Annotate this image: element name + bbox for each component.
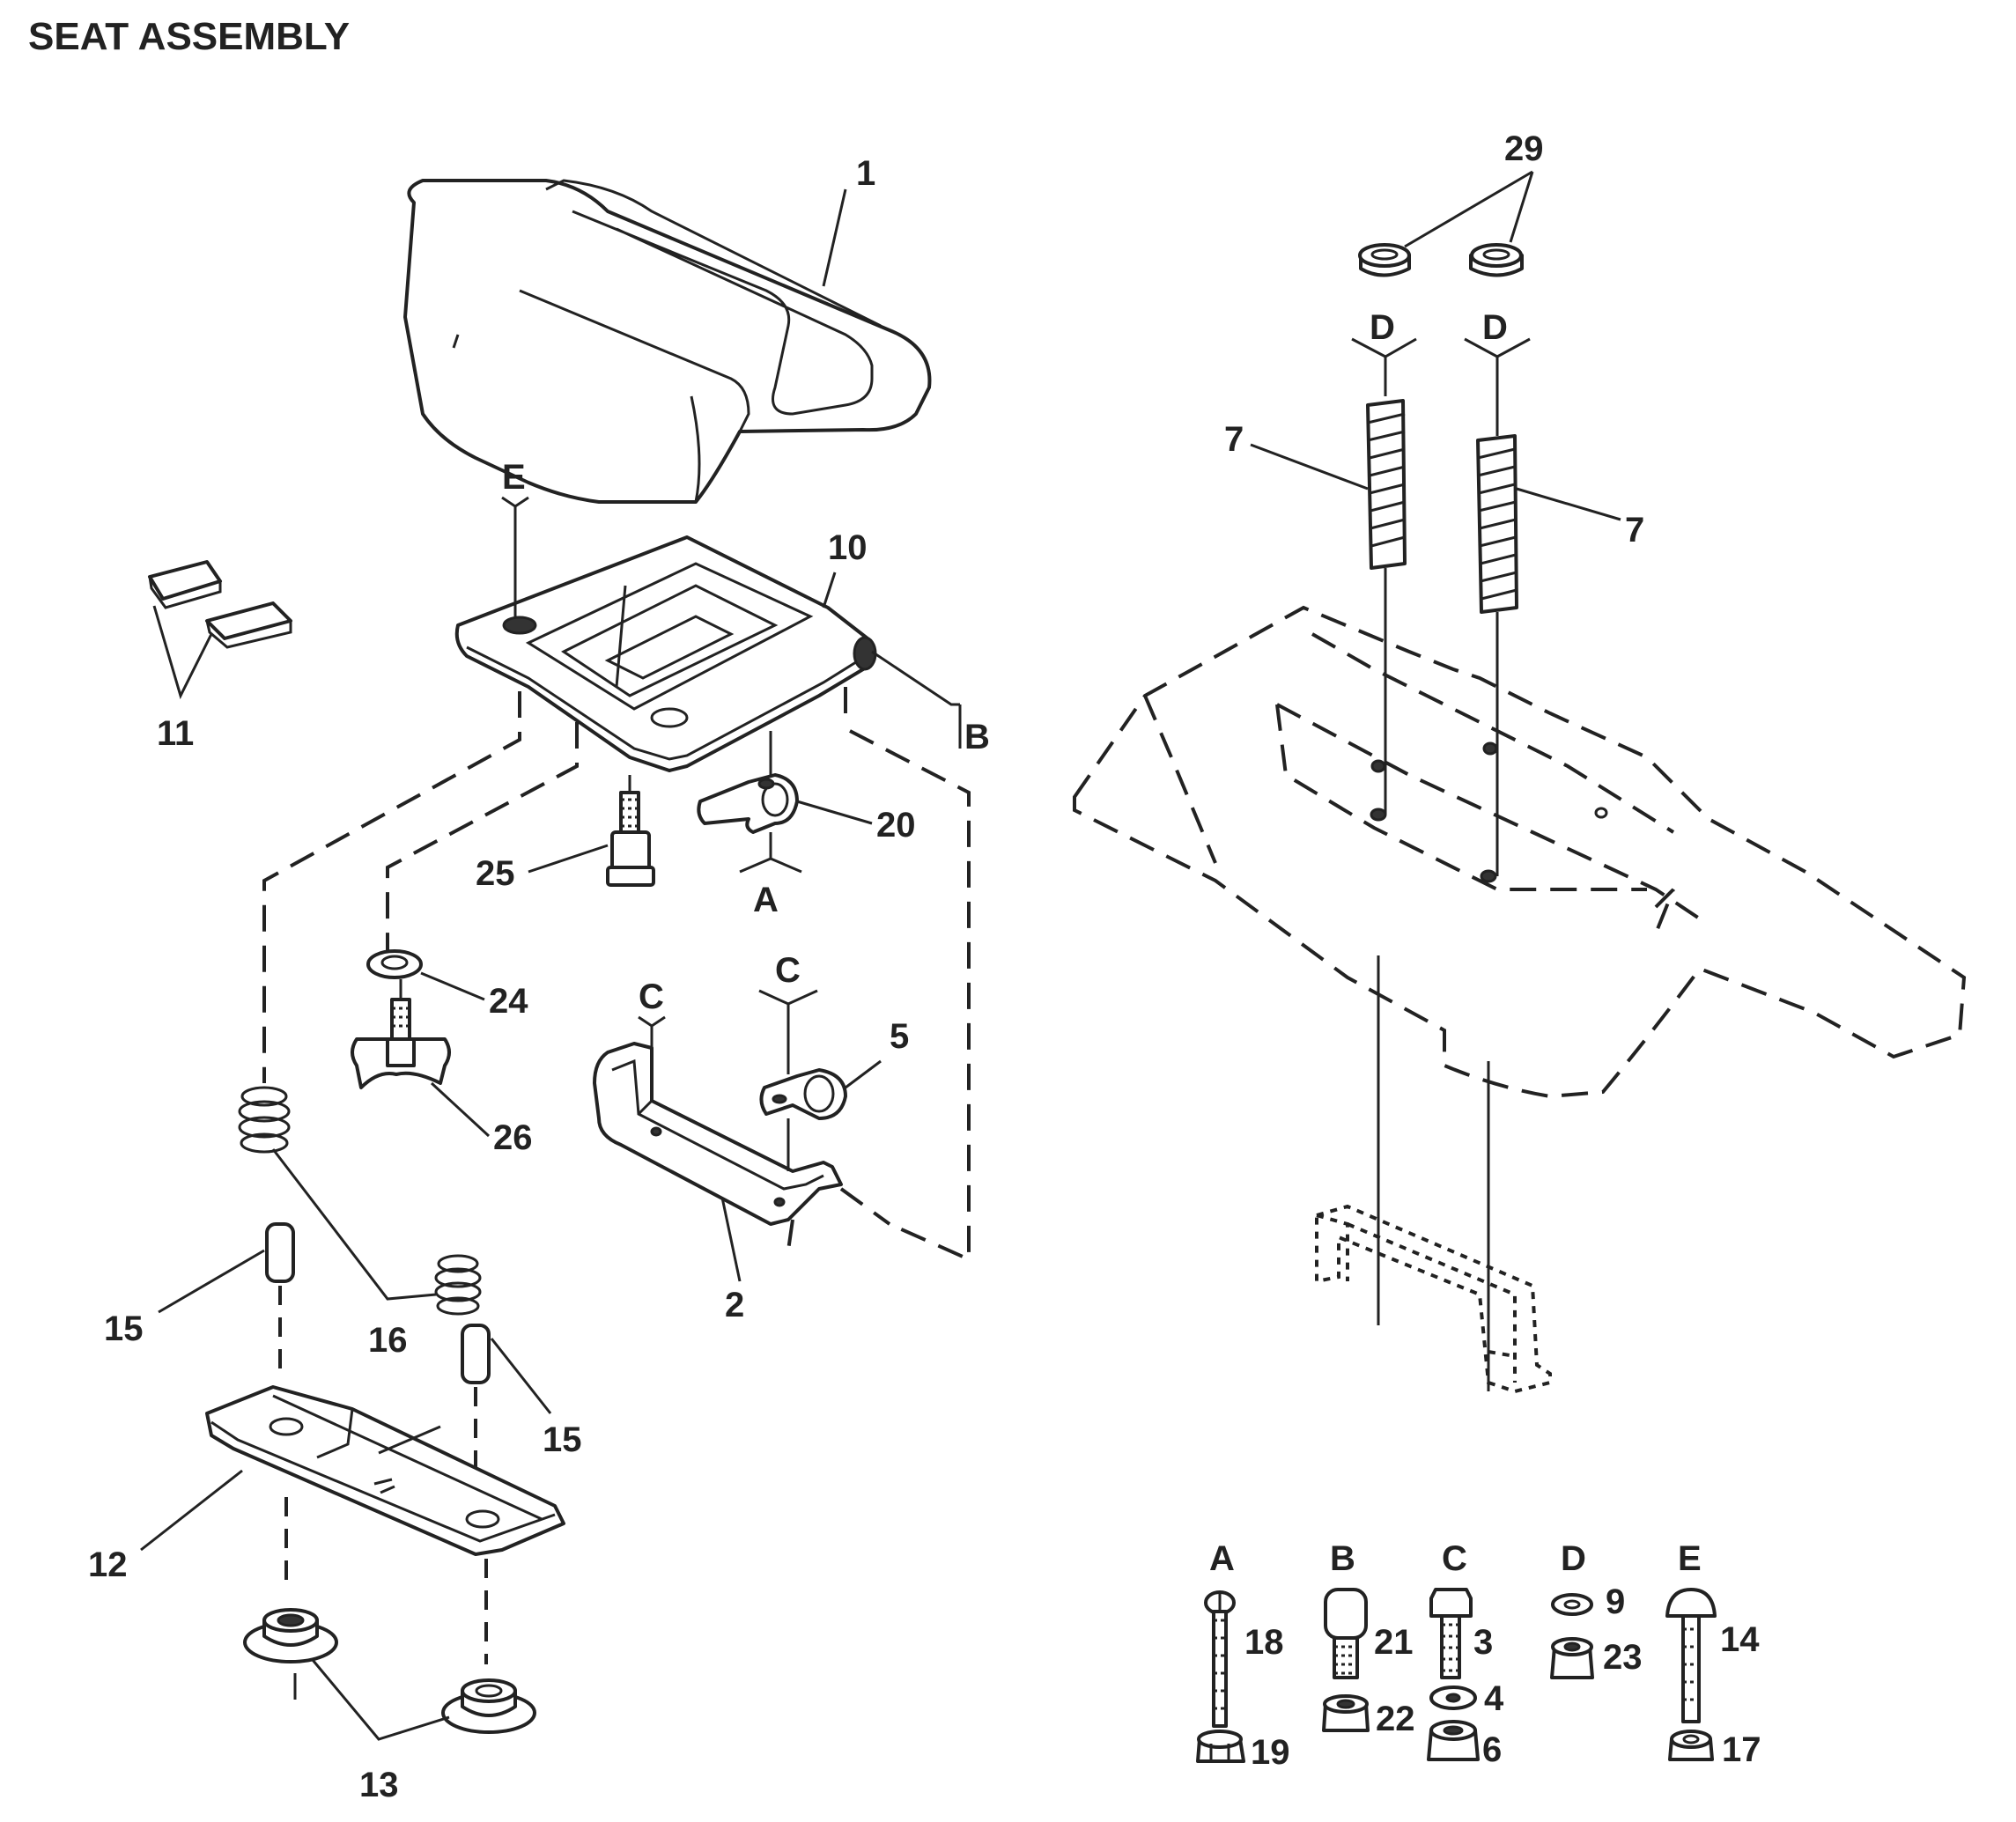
spring-icon (1366, 399, 1407, 570)
callout-spring-left: 7 (1224, 420, 1244, 459)
leader-pads (152, 605, 213, 700)
bracket-icon (593, 1042, 843, 1226)
cap-icon (1469, 243, 1524, 277)
nut-icon (1322, 1694, 1370, 1732)
legend-part-23: 23 (1603, 1638, 1643, 1677)
ref-letter-c-left: C (639, 977, 664, 1016)
plate-icon (205, 1385, 565, 1556)
legend-part-4: 4 (1484, 1679, 1504, 1718)
clip-icon (759, 1068, 847, 1120)
legend-letter-a: A (1209, 1539, 1235, 1578)
seat-outline (1073, 605, 1967, 1099)
legend-letter-e: E (1678, 1539, 1702, 1578)
knob-stud-icon (606, 775, 655, 887)
ref-letter-d-left: D (1370, 308, 1395, 347)
leader-seat-pan (822, 572, 837, 609)
cap-icon (1358, 243, 1411, 277)
callout-clip-5: 5 (890, 1017, 909, 1056)
callout-knob: 26 (493, 1118, 533, 1157)
callout-clip-20: 20 (876, 806, 916, 845)
leader-spacer-right (490, 1338, 552, 1414)
legend-letter-c: C (1442, 1539, 1467, 1578)
leader-spacer-left (158, 1249, 265, 1314)
leader-plate (140, 1469, 243, 1552)
leader-caps (1404, 170, 1534, 248)
leader-springs (271, 1148, 437, 1301)
legend-part-18: 18 (1244, 1623, 1284, 1662)
legend-part-14: 14 (1720, 1620, 1760, 1659)
spring-icon (238, 1086, 291, 1154)
nut-icon (1668, 1730, 1714, 1761)
nut-icon (1550, 1637, 1594, 1679)
spacer-icon (461, 1324, 491, 1384)
spacer-icon (265, 1222, 295, 1283)
legend-part-22: 22 (1376, 1700, 1415, 1738)
callout-spacer-left: 15 (104, 1309, 144, 1348)
callout-knob-stud: 25 (476, 854, 515, 893)
bolt-icon (1429, 1588, 1473, 1679)
clip-icon (697, 731, 799, 834)
leader-seat (822, 188, 847, 287)
ref-letter-a: A (753, 881, 779, 919)
bolt-icon (1324, 1588, 1368, 1679)
washer-icon (366, 949, 423, 979)
bushing-icon (243, 1608, 338, 1663)
legend-part-19: 19 (1251, 1733, 1290, 1772)
callout-springs: 16 (368, 1321, 408, 1360)
leader-spring-left (1250, 443, 1369, 491)
seat-pan-icon (454, 535, 877, 772)
legend-letter-d: D (1561, 1539, 1586, 1578)
pad-icon (148, 560, 292, 649)
leader-bracket (720, 1197, 742, 1282)
spring-icon (434, 1254, 482, 1316)
callout-bushings: 13 (359, 1766, 399, 1804)
callout-washer: 24 (489, 982, 528, 1021)
leader-clip-5 (845, 1059, 882, 1089)
washer-icon (1429, 1686, 1477, 1710)
legend-part-21: 21 (1374, 1623, 1414, 1662)
nut-icon (1427, 1720, 1480, 1761)
legend-letter-b: B (1330, 1539, 1355, 1578)
bolt-icon (1665, 1588, 1717, 1723)
leader-knob (430, 1081, 491, 1138)
leader-clip-20 (796, 800, 873, 825)
legend-part-9: 9 (1606, 1582, 1625, 1621)
callout-spacer-right: 15 (543, 1420, 582, 1459)
leader-knob-stud (528, 844, 609, 874)
ref-letter-e: E (502, 458, 526, 497)
leader-bushings (311, 1659, 450, 1741)
seat-cushion-icon (403, 179, 932, 504)
callout-caps: 29 (1504, 129, 1544, 168)
hardware-legend: A 18 19 B 21 22 C (1196, 1539, 1761, 1772)
legend-part-3: 3 (1473, 1623, 1493, 1662)
ref-letter-b: B (964, 718, 990, 756)
bolt-icon (1204, 1590, 1236, 1728)
callout-seat-pan: 10 (828, 528, 868, 567)
page-title: SEAT ASSEMBLY (28, 15, 350, 58)
callout-bracket: 2 (725, 1286, 744, 1324)
frame-bracket-outline (1315, 1204, 1552, 1394)
legend-part-6: 6 (1482, 1730, 1502, 1769)
spring-icon (1476, 434, 1518, 614)
washer-icon (1551, 1593, 1593, 1616)
nut-icon (1196, 1730, 1245, 1763)
leader-washer (420, 971, 485, 1001)
ref-letter-c-right: C (775, 951, 801, 990)
callout-seat: 1 (856, 154, 875, 193)
ref-letter-d-right: D (1482, 308, 1508, 347)
callout-pads: 11 (157, 714, 194, 753)
leader-spring-right (1516, 487, 1621, 521)
knob-icon (351, 979, 451, 1089)
callout-plate: 12 (88, 1545, 128, 1584)
legend-part-17: 17 (1722, 1730, 1761, 1769)
callout-spring-right: 7 (1625, 511, 1644, 550)
bushing-icon (441, 1678, 536, 1734)
